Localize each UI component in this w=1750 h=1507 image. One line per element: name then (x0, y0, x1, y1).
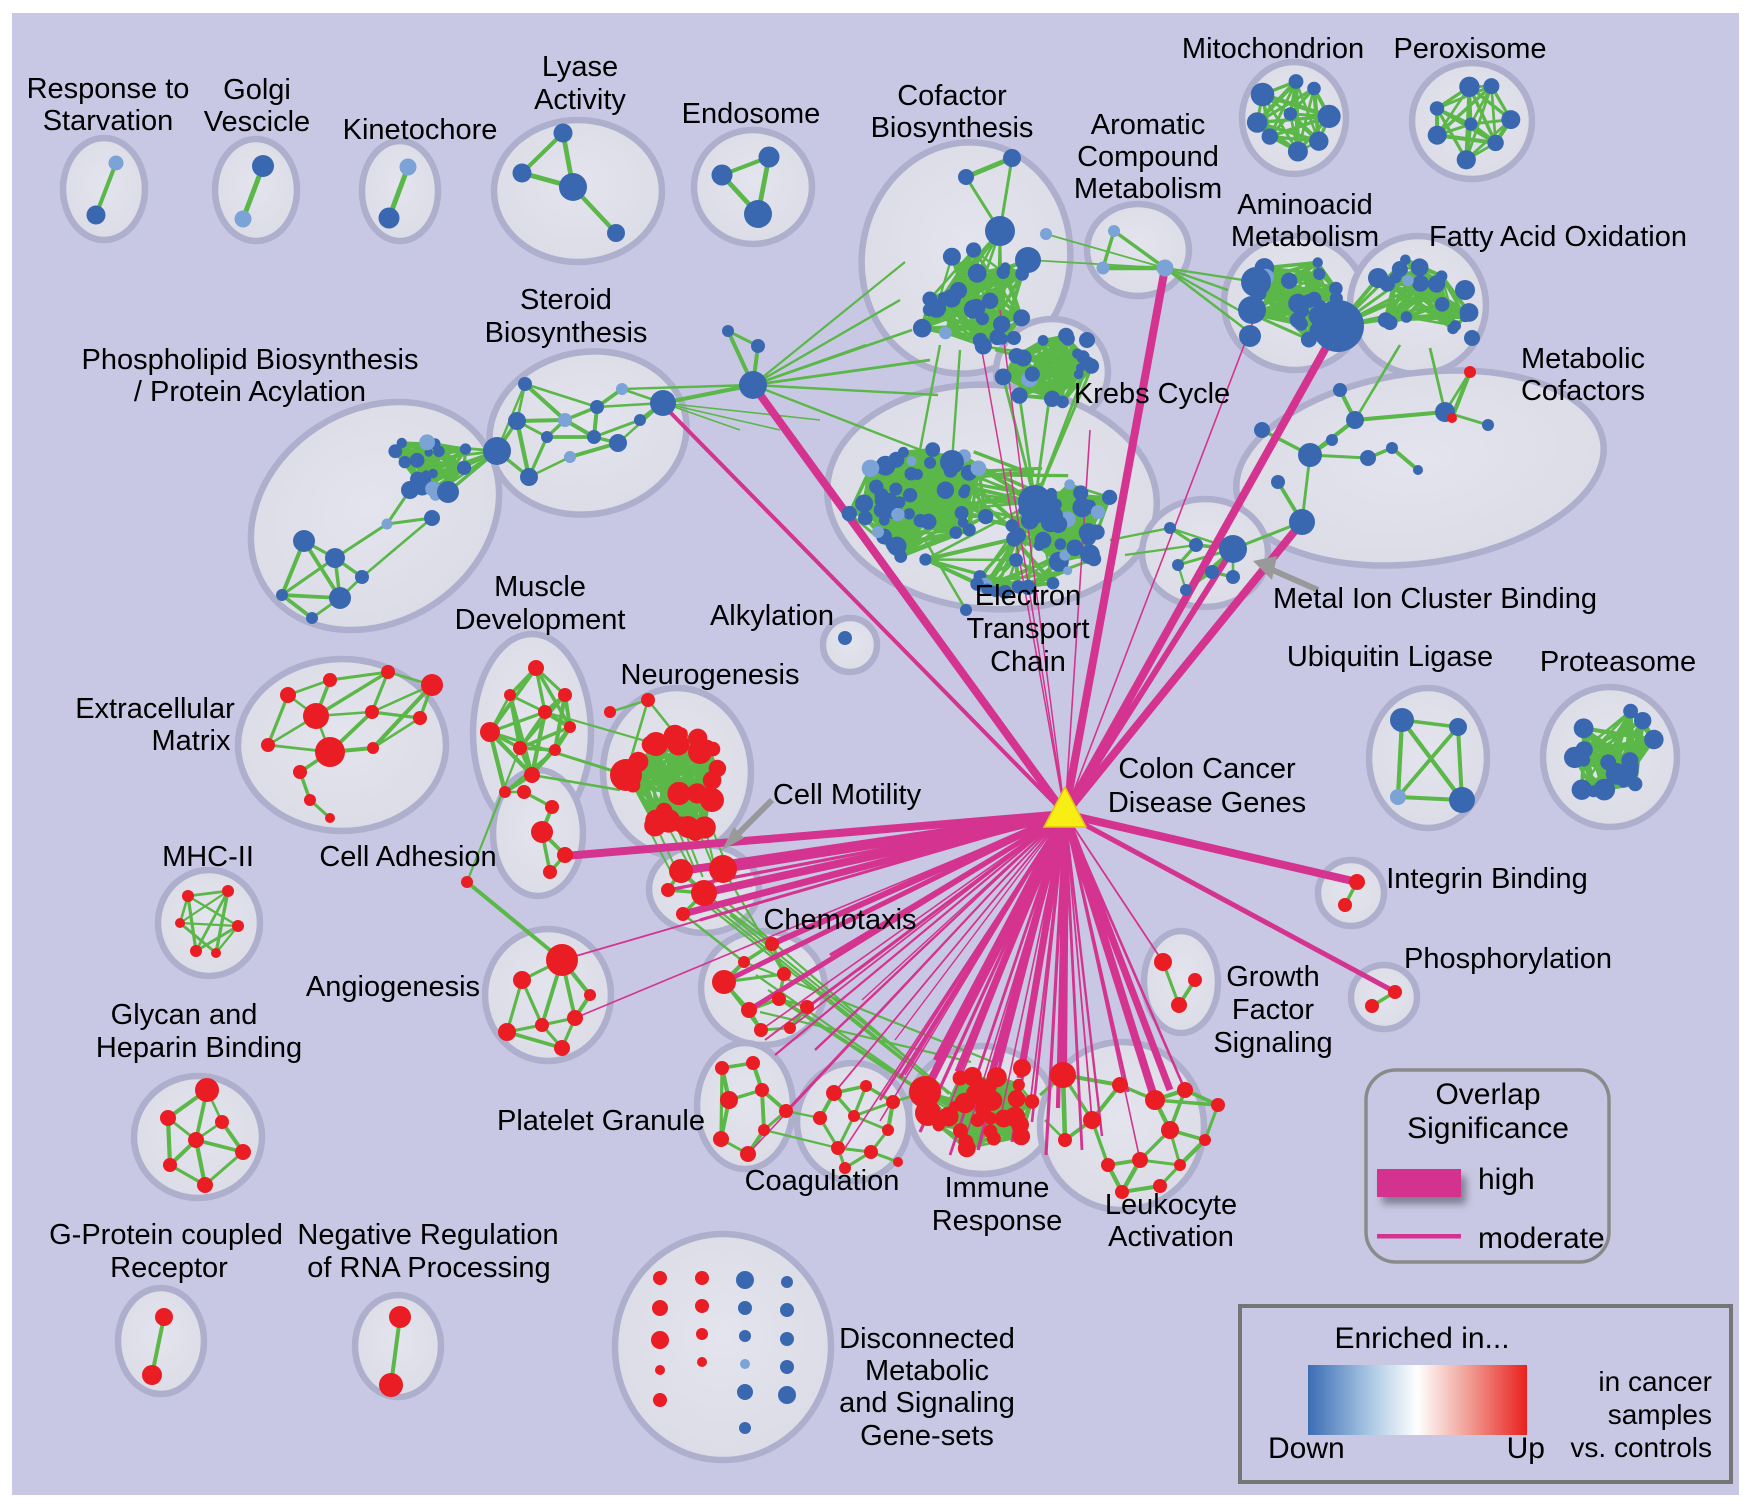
svg-text:Fatty Acid Oxidation: Fatty Acid Oxidation (1429, 221, 1687, 253)
svg-text:Overlap: Overlap (1435, 1078, 1540, 1111)
svg-text:Phosphorylation: Phosphorylation (1404, 943, 1612, 975)
svg-text:Metabolism: Metabolism (1231, 221, 1379, 253)
svg-text:Cell Adhesion: Cell Adhesion (319, 841, 496, 873)
svg-text:Response: Response (932, 1205, 1063, 1237)
svg-text:Ubiquitin Ligase: Ubiquitin Ligase (1287, 641, 1493, 673)
svg-text:Starvation: Starvation (43, 105, 174, 137)
svg-text:Activity: Activity (534, 84, 626, 116)
svg-text:Alkylation: Alkylation (710, 600, 834, 632)
svg-text:vs. controls: vs. controls (1570, 1432, 1712, 1463)
svg-text:Platelet Granule: Platelet Granule (497, 1105, 705, 1137)
svg-text:Cell Motility: Cell Motility (773, 779, 922, 811)
svg-text:Biosynthesis: Biosynthesis (871, 112, 1034, 144)
svg-text:Cofactor: Cofactor (897, 80, 1007, 112)
svg-text:samples: samples (1608, 1399, 1712, 1430)
svg-text:Coagulation: Coagulation (745, 1165, 900, 1197)
svg-text:Golgi: Golgi (223, 74, 291, 106)
svg-text:Up: Up (1507, 1432, 1545, 1465)
svg-text:Disease Genes: Disease Genes (1108, 787, 1306, 819)
svg-text:in cancer: in cancer (1598, 1366, 1712, 1397)
svg-text:Metabolic: Metabolic (865, 1355, 989, 1387)
svg-text:Factor: Factor (1232, 994, 1315, 1026)
svg-text:Development: Development (455, 604, 626, 636)
svg-text:Kinetochore: Kinetochore (343, 114, 498, 146)
svg-text:Significance: Significance (1407, 1112, 1569, 1145)
svg-text:Metal Ion Cluster Binding: Metal Ion Cluster Binding (1273, 583, 1597, 615)
svg-text:Extracellular: Extracellular (75, 693, 235, 725)
svg-text:and Signaling: and Signaling (839, 1387, 1015, 1419)
svg-text:Endosome: Endosome (682, 98, 821, 130)
svg-text:Proteasome: Proteasome (1540, 646, 1696, 678)
svg-text:Compound: Compound (1077, 141, 1219, 173)
svg-text:Disconnected: Disconnected (839, 1323, 1015, 1355)
svg-text:Metabolism: Metabolism (1074, 173, 1222, 205)
svg-text:Steroid: Steroid (520, 284, 612, 316)
svg-text:Heparin Binding: Heparin Binding (96, 1032, 302, 1064)
svg-text:Cofactors: Cofactors (1521, 375, 1645, 407)
svg-text:Leukocyte: Leukocyte (1105, 1189, 1237, 1221)
svg-text:/ Protein Acylation: / Protein Acylation (134, 376, 366, 408)
svg-text:Aminoacid: Aminoacid (1237, 189, 1372, 221)
svg-text:Vescicle: Vescicle (204, 106, 310, 138)
svg-text:Mitochondrion: Mitochondrion (1182, 33, 1364, 65)
svg-text:Electron: Electron (975, 580, 1081, 612)
svg-text:Colon Cancer: Colon Cancer (1118, 753, 1296, 785)
svg-text:Transport: Transport (966, 613, 1089, 645)
svg-text:Biosynthesis: Biosynthesis (485, 317, 648, 349)
svg-text:Activation: Activation (1108, 1221, 1234, 1253)
svg-text:high: high (1478, 1163, 1535, 1196)
svg-text:Angiogenesis: Angiogenesis (306, 971, 480, 1003)
svg-text:Integrin Binding: Integrin Binding (1386, 863, 1588, 895)
svg-text:moderate: moderate (1478, 1222, 1605, 1255)
svg-text:Response to: Response to (27, 73, 190, 105)
svg-text:Neurogenesis: Neurogenesis (621, 659, 800, 691)
svg-text:Aromatic: Aromatic (1091, 109, 1205, 141)
svg-text:Chemotaxis: Chemotaxis (763, 904, 916, 936)
svg-text:Muscle: Muscle (494, 571, 586, 603)
svg-text:MHC-II: MHC-II (162, 841, 254, 873)
svg-text:Growth: Growth (1226, 961, 1319, 993)
svg-text:Phospholipid Biosynthesis: Phospholipid Biosynthesis (82, 344, 419, 376)
svg-text:Chain: Chain (990, 646, 1066, 678)
svg-text:Negative Regulation: Negative Regulation (297, 1219, 558, 1251)
svg-text:Lyase: Lyase (542, 51, 618, 83)
svg-text:Metabolic: Metabolic (1521, 343, 1645, 375)
svg-text:Matrix: Matrix (152, 725, 231, 757)
svg-text:Krebs Cycle: Krebs Cycle (1074, 378, 1230, 410)
svg-text:Peroxisome: Peroxisome (1393, 33, 1546, 65)
svg-text:Down: Down (1268, 1432, 1345, 1465)
svg-text:Immune: Immune (945, 1172, 1050, 1204)
svg-text:Glycan and: Glycan and (111, 999, 258, 1031)
svg-text:G-Protein coupled: G-Protein coupled (49, 1219, 283, 1251)
svg-text:Receptor: Receptor (110, 1252, 228, 1284)
svg-text:Gene-sets: Gene-sets (860, 1420, 994, 1452)
svg-text:of RNA Processing: of RNA Processing (307, 1252, 550, 1284)
svg-text:Signaling: Signaling (1213, 1027, 1332, 1059)
svg-text:Enriched in...: Enriched in... (1334, 1322, 1509, 1355)
